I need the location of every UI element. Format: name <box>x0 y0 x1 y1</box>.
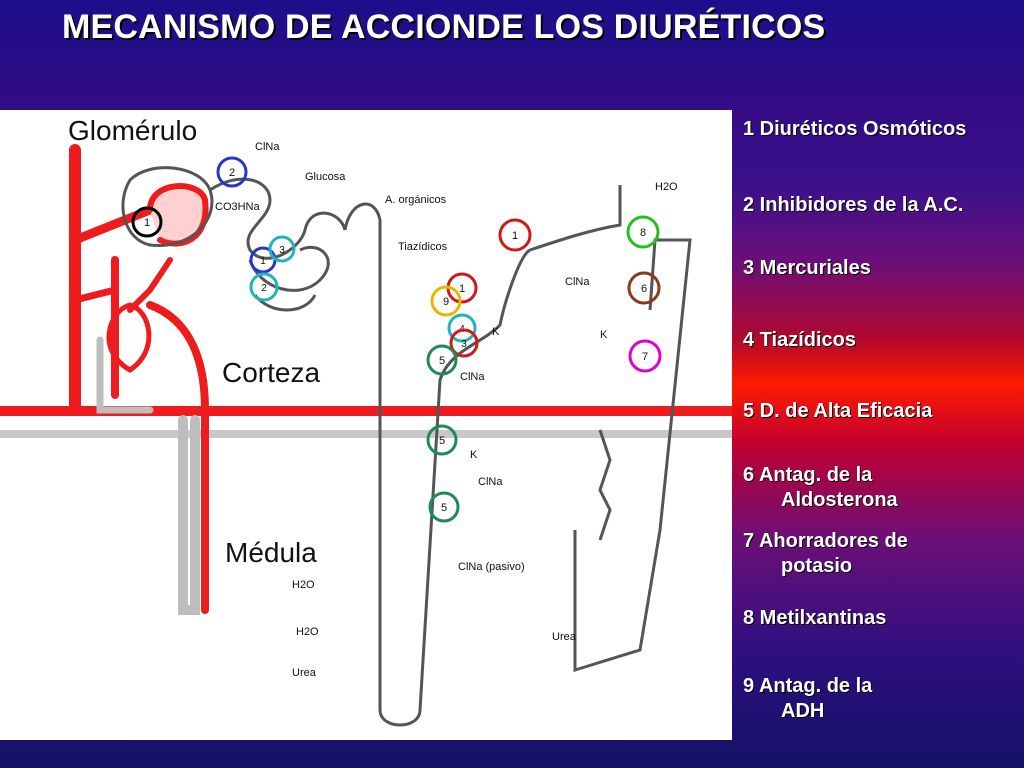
vasa-recta <box>96 336 200 615</box>
marker-5-green-upper: 5 <box>426 344 458 376</box>
marker-2-teal: 2 <box>249 272 279 302</box>
legend-item-1-label: 1 Diuréticos Osmóticos <box>743 118 967 140</box>
svg-text:8: 8 <box>640 227 646 239</box>
legend-item-9-label: 9 Antag. de la <box>743 675 873 697</box>
svg-text:2: 2 <box>261 283 267 294</box>
svg-text:3: 3 <box>461 339 467 350</box>
diuretic-legend: 1 Diuréticos Osmóticos 2 Inhibidores de … <box>743 0 1024 768</box>
svg-text:6: 6 <box>641 283 647 295</box>
glucosa-label: Glucosa <box>305 171 346 183</box>
marker-3-teal: 3 <box>268 235 296 263</box>
marker-3-red: 3 <box>449 328 479 358</box>
marker-7-magenta: 7 <box>628 339 662 373</box>
h2o-right-label: H2O <box>655 181 678 193</box>
svg-text:7: 7 <box>642 351 648 363</box>
marker-5-green-lower: 5 <box>428 491 460 523</box>
nephron-diagram: Glomérulo Corteza Médula ClNa Glucosa CO… <box>0 115 732 727</box>
k-mid-label: K <box>492 326 500 338</box>
clna-right-label: ClNa <box>565 276 590 288</box>
legend-item-3: 3 Mercuriales <box>743 256 871 281</box>
glomerulo-label: Glomérulo <box>68 115 197 146</box>
svg-text:1: 1 <box>512 230 518 242</box>
legend-item-6-label: 6 Antag. de la <box>743 464 873 486</box>
legend-item-5-label: 5 D. de Alta Eficacia <box>743 400 933 422</box>
svg-text:3: 3 <box>279 245 285 256</box>
legend-item-8-label: 8 Metilxantinas <box>743 607 887 629</box>
legend-item-4: 4 Tiazídicos <box>743 328 856 353</box>
corteza-label: Corteza <box>222 357 320 388</box>
aa-organicos-label: A. orgánicos <box>385 194 447 206</box>
marker-8-lime: 8 <box>626 215 660 249</box>
legend-item-6: 6 Antag. de la Aldosterona <box>743 463 898 513</box>
svg-text:2: 2 <box>229 167 235 179</box>
legend-item-9: 9 Antag. de la ADH <box>743 674 872 724</box>
marker-1-black: 1 <box>131 206 163 238</box>
h2o-medulla-label: H2O <box>292 579 315 591</box>
blood-vessels <box>69 144 209 614</box>
nephron-diagram-panel: Glomérulo Corteza Médula ClNa Glucosa CO… <box>0 110 732 740</box>
h2o-medulla-2-label: H2O <box>296 626 319 638</box>
urea-left-label: Urea <box>292 667 317 679</box>
marker-5-green-middle: 5 <box>426 424 458 456</box>
urea-right-label: Urea <box>552 631 577 643</box>
legend-item-8: 8 Metilxantinas <box>743 606 886 631</box>
svg-text:1: 1 <box>260 256 266 267</box>
marker-9-yellow: 9 <box>430 285 462 317</box>
cortex-boundary-line <box>0 406 732 416</box>
marker-6-brown: 6 <box>627 271 661 305</box>
legend-item-2-label: 2 Inhibidores de la A.C. <box>743 194 964 216</box>
medula-label: Médula <box>225 537 317 568</box>
legend-item-6-continuation: Aldosterona <box>781 489 898 511</box>
clna-top-label: ClNa <box>255 141 280 153</box>
k-low-label: K <box>470 449 478 461</box>
legend-item-9-continuation: ADH <box>781 700 825 722</box>
legend-item-1: 1 Diuréticos Osmóticos <box>743 117 966 142</box>
co3hna-label: CO3HNa <box>215 201 261 213</box>
clna-mid-label: ClNa <box>460 371 485 383</box>
svg-text:1: 1 <box>459 283 465 295</box>
clna-pasivo-label: ClNa (pasivo) <box>458 561 525 573</box>
slide-title: MECANISMO DE ACCIONDE LOS DIURÉTICOS <box>62 8 826 46</box>
legend-item-7-continuation: potasio <box>781 555 853 577</box>
svg-text:5: 5 <box>439 435 445 447</box>
legend-item-7: 7 Ahorradores de potasio <box>743 529 908 579</box>
svg-text:5: 5 <box>441 502 447 514</box>
tiazidicos-label: Tiazídicos <box>398 241 448 253</box>
clna-low-label: ClNa <box>478 476 503 488</box>
legend-item-4-label: 4 Tiazídicos <box>743 329 857 351</box>
svg-text:5: 5 <box>439 355 445 367</box>
marker-2-blue: 2 <box>216 156 248 188</box>
legend-item-2: 2 Inhibidores de la A.C. <box>743 193 963 218</box>
marker-1-red-upper: 1 <box>498 218 532 252</box>
k-right-label: K <box>600 329 608 341</box>
legend-item-3-label: 3 Mercuriales <box>743 257 871 279</box>
nephron-tubule <box>121 166 692 727</box>
legend-item-7-label: 7 Ahorradores de <box>743 530 908 552</box>
svg-text:9: 9 <box>443 296 449 308</box>
medulla-boundary-line <box>0 430 732 438</box>
svg-text:1: 1 <box>144 217 150 229</box>
legend-item-5: 5 D. de Alta Eficacia <box>743 399 932 424</box>
